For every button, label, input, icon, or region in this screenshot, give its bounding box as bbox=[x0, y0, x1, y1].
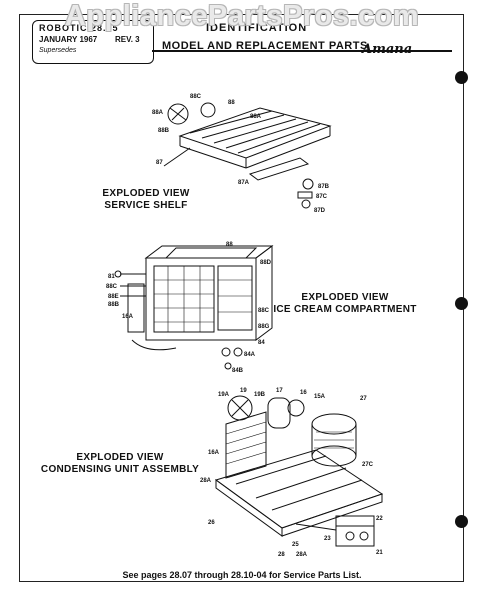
svg-text:19B: 19B bbox=[254, 392, 266, 398]
svg-text:88G: 88G bbox=[258, 324, 270, 330]
brand-logo: Amana bbox=[362, 42, 413, 57]
svg-text:19: 19 bbox=[240, 388, 247, 394]
stamp-date: JANUARY 1967 bbox=[39, 35, 98, 44]
svg-text:88: 88 bbox=[228, 100, 235, 106]
header: ROBOTIC 28.05 JANUARY 1967 REV. 3 Supers… bbox=[22, 20, 452, 72]
svg-text:15A: 15A bbox=[314, 394, 326, 400]
svg-text:88C: 88C bbox=[106, 284, 118, 290]
service-shelf-diagram: 88C 88 88A 88A 88B 87 87A 87B 87C 87D bbox=[152, 94, 332, 214]
svg-text:16A: 16A bbox=[208, 450, 220, 456]
svg-text:84B: 84B bbox=[232, 368, 244, 374]
binder-hole-top bbox=[455, 71, 468, 84]
revision-stamp: ROBOTIC 28.05 JANUARY 1967 REV. 3 Supers… bbox=[32, 20, 154, 64]
svg-text:87C: 87C bbox=[316, 194, 328, 200]
stamp-supersedes: Supersedes bbox=[39, 47, 77, 54]
ice-cream-caption: EXPLODED VIEW ICE CREAM COMPARTMENT bbox=[270, 292, 420, 316]
svg-text:22: 22 bbox=[376, 516, 383, 522]
ice-cream-compartment-diagram: 88 88D 81 88C 88E 88B 16A 88C 88G 84 84A… bbox=[106, 242, 274, 374]
svg-text:88: 88 bbox=[226, 242, 233, 248]
svg-text:21: 21 bbox=[376, 550, 383, 556]
svg-text:88C: 88C bbox=[190, 94, 202, 100]
svg-text:88B: 88B bbox=[158, 128, 170, 134]
svg-text:88B: 88B bbox=[108, 302, 120, 308]
svg-text:87A: 87A bbox=[238, 180, 250, 186]
header-rule bbox=[152, 50, 452, 52]
service-parts-note: See pages 28.07 through 28.10-04 for Ser… bbox=[122, 570, 362, 580]
stamp-revision: REV. 3 bbox=[115, 35, 140, 44]
svg-text:28A: 28A bbox=[200, 478, 212, 484]
svg-text:28: 28 bbox=[278, 552, 285, 558]
svg-text:27: 27 bbox=[360, 396, 367, 402]
svg-text:88D: 88D bbox=[260, 260, 272, 266]
condensing-unit-caption: EXPLODED VIEW CONDENSING UNIT ASSEMBLY bbox=[40, 452, 200, 476]
svg-text:87B: 87B bbox=[318, 184, 330, 190]
stamp-section-number: ROBOTIC 28.05 bbox=[39, 23, 119, 33]
watermark: AppliancePartsPros.com bbox=[64, 0, 420, 32]
svg-text:87D: 87D bbox=[314, 208, 326, 214]
binder-hole-middle bbox=[455, 297, 468, 310]
svg-text:88A: 88A bbox=[152, 110, 164, 116]
condensing-unit-caption-line1: EXPLODED VIEW bbox=[76, 452, 164, 463]
condensing-unit-caption-line2: CONDENSING UNIT ASSEMBLY bbox=[40, 464, 200, 475]
svg-text:16: 16 bbox=[300, 390, 307, 396]
svg-text:23: 23 bbox=[324, 536, 331, 542]
svg-text:88C: 88C bbox=[258, 308, 270, 314]
binder-hole-bottom bbox=[455, 515, 468, 528]
ice-cream-caption-line2: ICE CREAM COMPARTMENT bbox=[273, 304, 417, 315]
svg-text:19A: 19A bbox=[218, 392, 230, 398]
svg-text:27C: 27C bbox=[362, 462, 374, 468]
svg-text:87: 87 bbox=[156, 160, 163, 166]
service-shelf-caption-line2: SERVICE SHELF bbox=[104, 200, 188, 211]
svg-text:88E: 88E bbox=[108, 294, 119, 300]
svg-text:84: 84 bbox=[258, 340, 265, 346]
service-shelf-caption: EXPLODED VIEW SERVICE SHELF bbox=[96, 188, 196, 212]
svg-text:26: 26 bbox=[208, 520, 215, 526]
ice-cream-caption-line1: EXPLODED VIEW bbox=[301, 292, 389, 303]
svg-text:28A: 28A bbox=[296, 552, 308, 558]
page-frame bbox=[19, 14, 464, 582]
service-shelf-caption-line1: EXPLODED VIEW bbox=[102, 188, 190, 199]
svg-text:25: 25 bbox=[292, 542, 299, 548]
svg-text:88A: 88A bbox=[250, 114, 262, 120]
svg-text:17: 17 bbox=[276, 388, 283, 394]
page-title: IDENTIFICATION bbox=[206, 22, 308, 34]
svg-text:16A: 16A bbox=[122, 314, 134, 320]
svg-text:84A: 84A bbox=[244, 352, 256, 358]
condensing-unit-diagram: 19A 19 19B 17 16 15A 27 16A 27C 28A 26 2… bbox=[200, 388, 383, 558]
svg-text:81: 81 bbox=[108, 274, 115, 280]
page-subtitle: MODEL AND REPLACEMENT PARTS bbox=[162, 40, 368, 52]
